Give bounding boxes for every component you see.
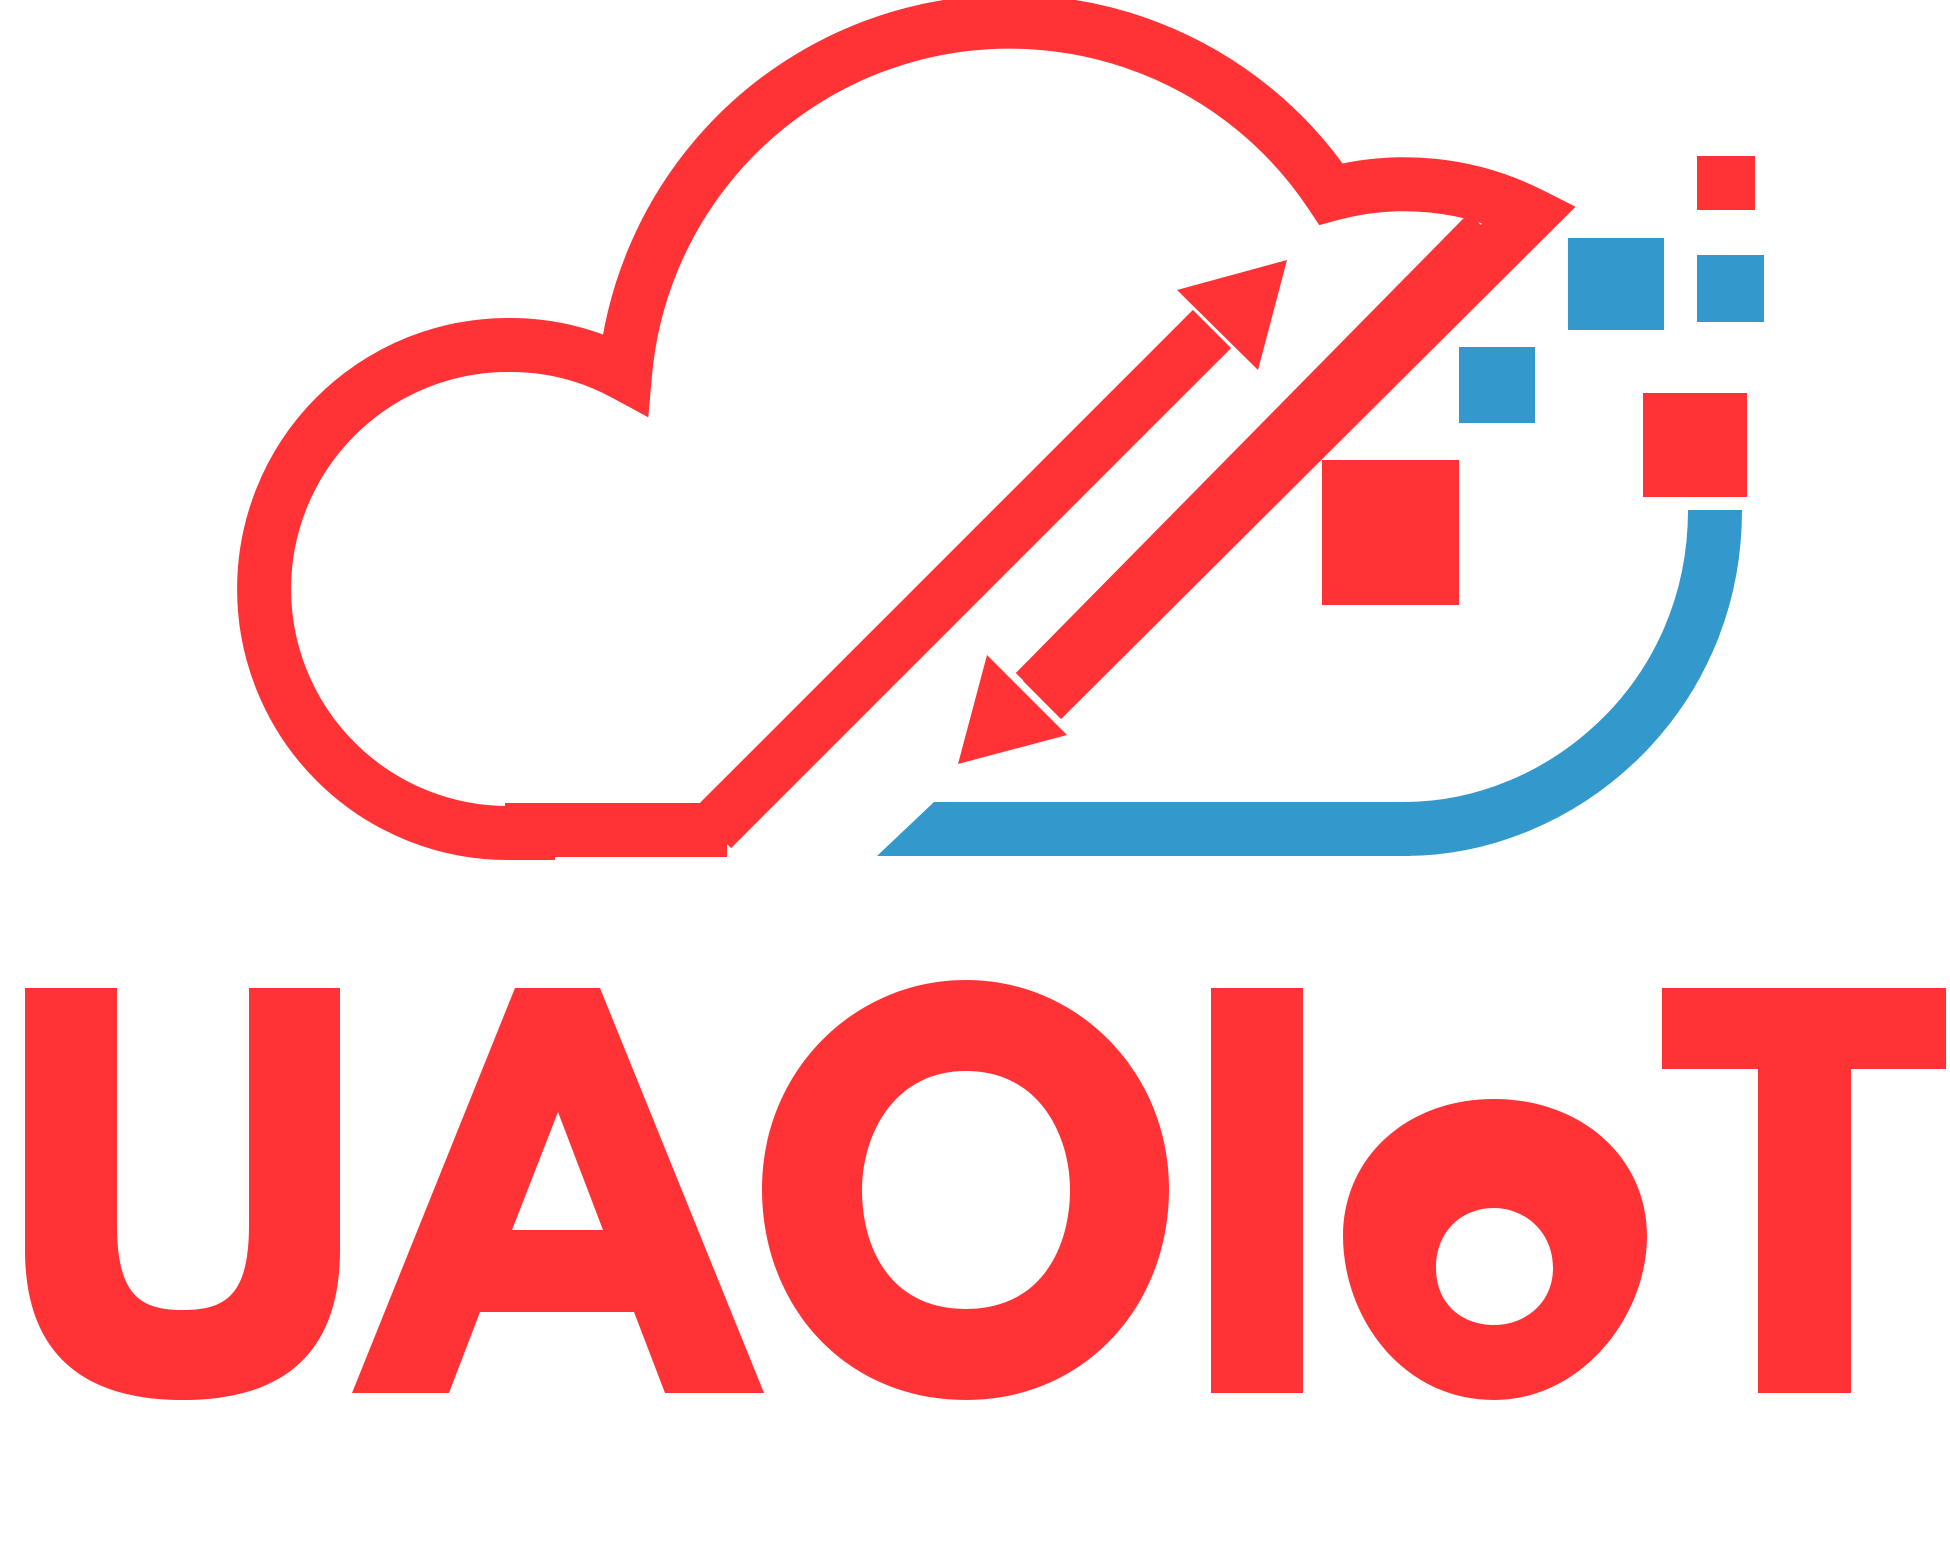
pixel-square-blue-small	[1697, 255, 1764, 322]
letter-a	[352, 988, 764, 1393]
pixel-square-red-medium	[1643, 393, 1747, 497]
pixel-square-blue-medium	[1459, 347, 1535, 423]
letter-u	[25, 988, 340, 1400]
pixel-square-red-small	[1697, 156, 1755, 210]
cloud-base-blue	[877, 509, 1742, 856]
pixel-square-red-large	[1322, 460, 1459, 605]
letter-o-small	[1343, 1099, 1647, 1400]
wordmark	[25, 980, 1946, 1400]
bidirectional-arrow-icon	[692, 213, 1508, 849]
pixel-squares-icon	[1322, 156, 1764, 605]
pixel-square-blue-large	[1568, 238, 1664, 330]
letter-i	[1211, 988, 1303, 1393]
cloud-outline-icon	[237, 0, 1576, 860]
letter-t	[1662, 988, 1946, 1393]
letter-o	[762, 980, 1169, 1400]
